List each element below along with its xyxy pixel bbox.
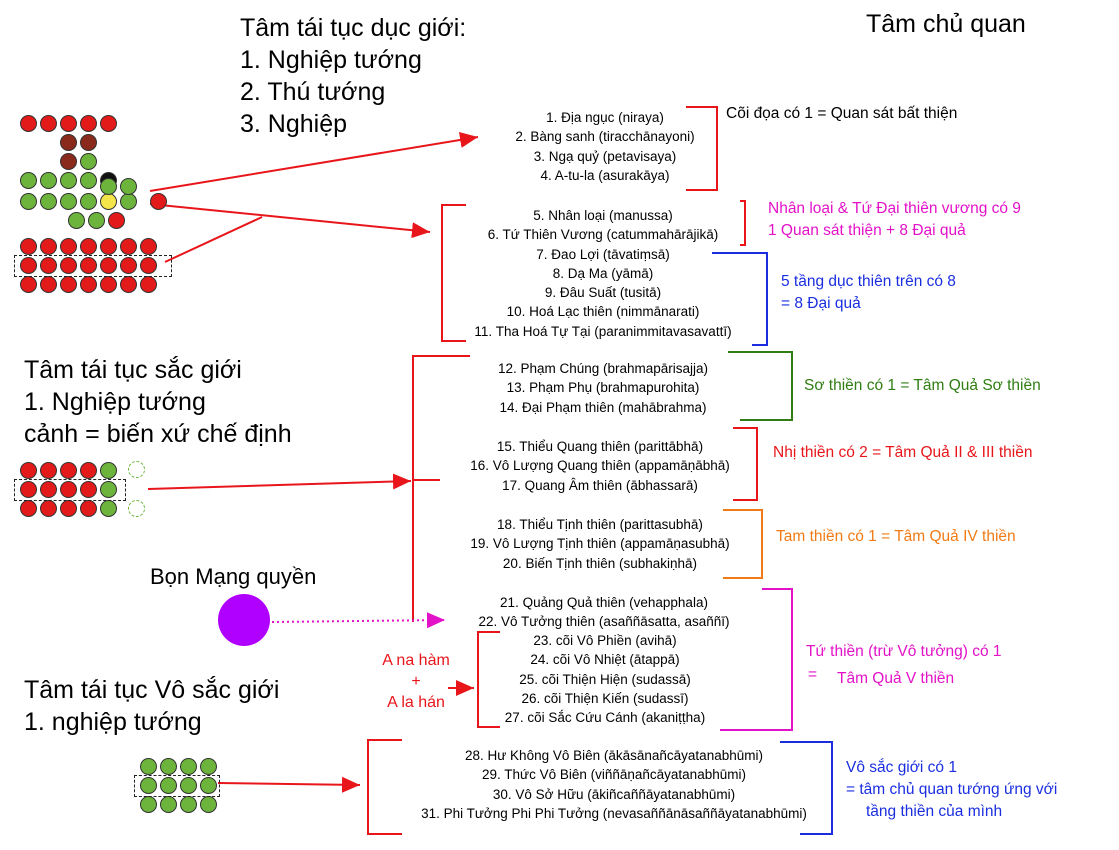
note-line: Vô sắc giới có 1 (846, 759, 957, 776)
rupa-first-list: 12. Phạm Chúng (brahmapārisajja) 13. Phạ… (468, 359, 738, 417)
arrow-kama-human (149, 203, 431, 239)
realm-item: 18. Thiểu Tịnh thiên (parittasubhā) (497, 517, 703, 532)
realm-item: 2. Bàng sanh (tiracchānayoni) (515, 129, 695, 145)
note-line: = 8 Đại quả (781, 295, 861, 312)
note-second: Nhị thiền có 2 = Tâm Quả II & III thiền (773, 444, 1033, 461)
realm-item: 7. Đao Lợi (tāvatiṃsā) (536, 246, 670, 262)
note-line: = tâm chủ quan tướng ứng với (846, 781, 1058, 798)
rupa-heading-line: 1. Nghiệp tướng (24, 388, 206, 416)
arrow-arupa (217, 776, 361, 793)
realm-item: 29. Thức Vô Biên (viññāṇañcāyatanabhūmi) (482, 767, 746, 783)
kama-dot (100, 178, 117, 195)
anagami-line: A la hán (387, 694, 445, 711)
arupa-heading: Tâm tái tục Vô sắc giới 1. nghiệp tướng (24, 674, 279, 738)
rupa-heading: Tâm tái tục sắc giới 1. Nghiệp tướng cản… (24, 354, 292, 450)
header-title: Tâm chủ quan (866, 10, 1026, 38)
realm-item: 19. Vô Lượng Tịnh thiên (appamāṇasubhā) (470, 536, 730, 552)
rupa-fourth-list: 21. Quảng Quả thiên (vehapphala) 22. Vô … (444, 593, 764, 632)
note-fourth-eq: = (808, 666, 818, 683)
note-line: 5 tầng dục thiên trên có 8 (781, 273, 956, 290)
arrow-rupa (147, 473, 412, 490)
note-deva: 5 tầng dục thiên trên có 8 = 8 Đại quả (781, 271, 956, 315)
note-arupa: Vô sắc giới có 1 = tâm chủ quan tướng ứn… (846, 757, 1057, 823)
rupa-heading-line: cảnh = biến xứ chế định (24, 420, 292, 448)
realm-item: 17. Quang Âm thiên (ābhassarā) (502, 477, 698, 493)
kama-heading: Tâm tái tục dục giới: 1. Nghiệp tướng 2.… (240, 12, 466, 140)
arupa-dots (140, 758, 220, 813)
rupa-third-list: 18. Thiểu Tịnh thiên (parittasubhā) 19. … (440, 515, 760, 573)
note-line: Tứ thiền (trừ Vô tưởng) có 1 (806, 643, 1002, 660)
kama-dot (150, 193, 167, 210)
realm-item: 14. Đại Phạm thiên (mahābrahma) (499, 399, 707, 415)
realm-item: 4. A-tu-la (asurakāya) (540, 167, 670, 183)
kama-dots-mid (68, 212, 128, 229)
kama-dots-lower (20, 193, 140, 210)
arupa-heading-line: Tâm tái tục Vô sắc giới (24, 676, 280, 704)
kama-heading-line: Tâm tái tục dục giới: (240, 14, 467, 42)
realm-item: 16. Vô Lượng Quang thiên (appamāṇābhā) (470, 458, 730, 474)
realm-item: 5. Nhân loại (manussa) (533, 208, 673, 223)
rupa-pure-list: 23. cõi Vô Phiền (avihā) 24. cõi Vô Nhiệ… (470, 631, 740, 727)
arupa-list: 28. Hư Không Vô Biên (ākāsānañcāyatanabh… (394, 746, 834, 823)
asanna-circle (218, 594, 270, 646)
kama-dots-block (20, 238, 160, 293)
kama-dash-box (14, 255, 172, 277)
kama-heading-line: 2. Thú tướng (240, 78, 386, 106)
realm-item: 30. Vô Sở Hữu (ākiñcaññāyatanabhūmi) (492, 786, 736, 802)
kama-heading-line: 3. Nghiệp (240, 110, 348, 138)
rupa-dots (20, 462, 140, 517)
note-fourth-result: Tâm Quả V thiền (837, 670, 955, 687)
note-line: Nhân loại & Tứ Đại thiên vương có 9 (768, 200, 1021, 217)
realm-item: 11. Tha Hoá Tự Tại (paranimmitavasavattī… (474, 323, 732, 339)
realm-item: 15. Thiểu Quang thiên (parittābhā) (496, 439, 704, 454)
realm-item: 20. Biến Tịnh thiên (subhakiṇhā) (502, 555, 698, 571)
realm-item: 6. Tứ Thiên Vương (catummahārājikā) (487, 227, 719, 243)
realm-item: 28. Hư Không Vô Biên (ākāsānañcāyatanabh… (465, 748, 763, 763)
asanna-label: Bọn Mạng quyền (150, 564, 317, 589)
note-lower: Cõi đọa có 1 = Quan sát bất thiện (726, 105, 958, 122)
note-fourth: Tứ thiền (trừ Vô tưởng) có 1 (806, 641, 1002, 663)
anagami-line: + (411, 673, 421, 690)
note-line: 1 Quan sát thiện + 8 Đại quả (768, 222, 966, 239)
note-human: Nhân loại & Tứ Đại thiên vương có 9 1 Qu… (768, 198, 1021, 242)
realm-item: 24. cõi Vô Nhiệt (ātappā) (530, 652, 680, 668)
realm-item: 1. Địa ngục (niraya) (546, 110, 664, 125)
realm-item: 3. Ngạ quỷ (petavisaya) (533, 148, 677, 164)
kama-dot (120, 178, 137, 195)
rupa-ring (128, 500, 145, 517)
realm-item: 25. cõi Thiện Hiện (sudassā) (519, 671, 691, 687)
note-third: Tam thiền có 1 = Tâm Quả IV thiền (776, 528, 1016, 545)
kama-lower-list: 1. Địa ngục (niraya) 2. Bàng sanh (tirac… (490, 108, 720, 185)
realm-item: 26. cõi Thiện Kiến (sudassī) (521, 690, 689, 706)
rupa-second-list: 15. Thiểu Quang thiên (parittābhā) 16. V… (440, 437, 760, 495)
realm-item: 10. Hoá Lạc thiên (nimmānarati) (506, 304, 700, 320)
rupa-ring (128, 461, 145, 478)
note-first: Sơ thiền có 1 = Tâm Quả Sơ thiền (804, 377, 1041, 394)
anagami-line: A na hàm (382, 652, 450, 669)
kama-human-list: 5. Nhân loại (manussa) 6. Tứ Thiên Vương… (440, 206, 766, 341)
kama-heading-line: 1. Nghiệp tướng (240, 46, 422, 74)
arupa-heading-line: 1. nghiệp tướng (24, 708, 202, 736)
anagami-label: A na hàm + A la hán (370, 650, 462, 713)
rupa-dash-box (14, 479, 126, 501)
realm-item: 9. Đâu Suất (tusitā) (544, 285, 662, 301)
arrow-asanna (271, 612, 446, 629)
realm-item: 12. Phạm Chúng (brahmapārisajja) (497, 361, 709, 376)
realm-item: 8. Dạ Ma (yāmā) (552, 265, 654, 281)
realm-item: 31. Phi Tưởng Phi Phi Tưởng (nevasaññānā… (421, 805, 807, 821)
arrow-kama-lower (149, 132, 479, 192)
realm-item: 23. cõi Vô Phiền (avihā) (533, 633, 677, 648)
realm-item: 13. Phạm Phụ (brahmapurohita) (506, 380, 700, 396)
realm-item: 27. cõi Sắc Cứu Cánh (akaniṭṭha) (504, 710, 706, 726)
arupa-dash-box (134, 775, 220, 797)
rupa-heading-line: Tâm tái tục sắc giới (24, 356, 242, 384)
realm-item: 21. Quảng Quả thiên (vehapphala) (500, 595, 708, 610)
realm-item: 22. Vô Tưởng thiên (asaññāsatta, asaññī) (478, 614, 730, 630)
arrow-kama-deva (164, 216, 263, 263)
note-line: tầng thiền của mình (866, 803, 1003, 820)
